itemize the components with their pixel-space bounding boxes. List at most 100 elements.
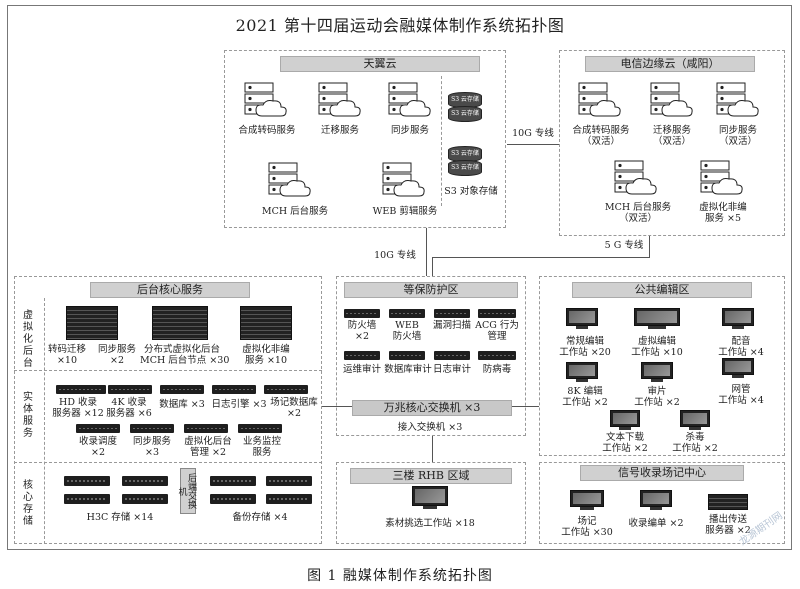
workstation-icon — [412, 486, 448, 514]
cloud-link-line — [507, 144, 559, 145]
label-line: 工作站 ×4 — [718, 395, 764, 406]
label-line: 合成转码服务 — [572, 125, 630, 136]
entity-label: 业务监控服务 — [236, 436, 288, 458]
device-label: 防病毒 — [482, 364, 512, 375]
workstation-icon — [680, 410, 710, 434]
row-label-entity: 实体服务 — [23, 392, 33, 439]
edge-link-line-v — [649, 236, 650, 258]
storage-unit-icon — [64, 494, 110, 504]
edge-link-line-h — [432, 257, 650, 258]
label-line: 审片 — [647, 386, 667, 397]
figure-caption: 图 1 融媒体制作系统拓扑图 — [307, 568, 493, 584]
storage-unit-icon — [64, 476, 110, 486]
label-line: 分布式虚拟化后台 — [143, 344, 220, 355]
edit-station-label: 虚拟编辑工作站 ×10 — [628, 336, 686, 358]
edit-station-label: 8K 编辑工作站 ×2 — [556, 386, 614, 408]
s3-storage-icon: S3 云存储 S3 云存储 — [448, 146, 482, 176]
server-unit-icon — [160, 385, 204, 394]
label-line: （双活） — [618, 213, 657, 224]
entity-label: 虚拟化后台管理 ×2 — [180, 436, 236, 458]
label-line: 工作站 ×10 — [631, 347, 683, 358]
virt-label: 同步服务×2 — [92, 344, 142, 366]
label-line: ×3 — [144, 447, 159, 458]
label-line: 同步服务 — [718, 125, 757, 136]
dengbao-header: 等保防护区 — [344, 282, 518, 298]
tianyi-link-label: 10G 专线 — [374, 250, 416, 261]
label-line: 工作站 ×30 — [561, 527, 613, 538]
label-line: 虚拟化后台 — [184, 436, 232, 447]
workstation-icon — [570, 490, 604, 514]
antivirus-icon — [478, 351, 516, 360]
label-line: ACG 行为 — [475, 320, 519, 331]
entity-label: 场记数据库×2 — [266, 397, 322, 419]
storage-unit-icon — [266, 476, 312, 486]
edit-station-label: 常规编辑工作站 ×20 — [556, 336, 614, 358]
edge-link-line-v2 — [432, 257, 433, 276]
s3-divider — [441, 76, 442, 206]
workstation-icon — [722, 358, 754, 382]
label-line: 网管 — [731, 384, 751, 395]
label-line: 场记数据库 — [270, 397, 318, 408]
label-line: 服务 ×5 — [704, 213, 742, 224]
core-link-left — [322, 406, 352, 407]
edit-station-label: 配音工作站 ×4 — [712, 336, 770, 358]
workstation-icon — [610, 410, 640, 434]
workstation-icon — [566, 308, 598, 334]
h3c-label: H3C 存储 ×14 — [86, 512, 154, 523]
edge-service-label: 合成转码服务（双活） — [566, 125, 636, 147]
firewall-icon — [344, 309, 380, 318]
service-label: MCH 后台服务 — [261, 206, 329, 217]
label-line: 工作站 ×2 — [634, 397, 680, 408]
server-rack-icon — [708, 494, 748, 510]
device-label: 数据库审计 — [384, 364, 432, 375]
acg-icon — [478, 309, 516, 318]
s3-label: S3 对象存储 — [444, 186, 498, 197]
label-line: HD 收录 — [59, 397, 97, 408]
signal-station-label: 播出传送服务器 ×2 — [700, 514, 756, 536]
diagram-frame — [7, 5, 792, 550]
s3-storage-icon: S3 云存储 S3 云存储 — [448, 92, 482, 122]
core-col-divider — [44, 298, 45, 544]
label-line: （双活） — [652, 136, 691, 147]
edge-cloud-panel — [559, 50, 785, 236]
label-line: MCH 后台服务 — [604, 202, 672, 213]
s3-disk-label: S3 云存储 — [448, 160, 482, 176]
tianyi-cloud-header: 天翼云 — [280, 56, 480, 72]
tianyi-cloud-panel — [224, 50, 506, 228]
label-line: 8K 编辑 — [567, 386, 603, 397]
storage-unit-icon — [266, 494, 312, 504]
label-line: 配音 — [731, 336, 751, 347]
edge-service-label: 迁移服务（双活） — [642, 125, 702, 147]
backup-label: 备份存储 ×4 — [232, 512, 288, 523]
label-line: （双活） — [718, 136, 757, 147]
server-rack-icon — [240, 306, 292, 340]
storage-unit-icon — [210, 494, 256, 504]
edge-cloud-header: 电信边缘云（咸阳） — [585, 56, 755, 72]
row-label-virtualization: 虚拟化后台 — [23, 310, 33, 369]
edge-service-label: MCH 后台服务（双活） — [598, 202, 678, 224]
workstation-icon — [566, 362, 598, 386]
edit-station-label: 网管工作站 ×4 — [712, 384, 770, 406]
device-label: 运维审计 — [342, 364, 381, 375]
server-cloud-icon — [268, 160, 314, 204]
cloud-link-label: 10G 专线 — [512, 128, 554, 139]
s3-disk-label: S3 云存储 — [448, 106, 482, 122]
edge-service-label: 虚拟化非编服务 ×5 — [688, 202, 758, 224]
edit-station-label: 文本下载工作站 ×2 — [596, 432, 654, 454]
server-cloud-icon — [700, 158, 746, 202]
label-line: 转码迁移 — [47, 344, 86, 355]
server-unit-icon — [264, 385, 308, 394]
label-line: 工作站 ×2 — [562, 397, 608, 408]
workstation-icon — [722, 308, 754, 334]
label-line: 服务器 ×12 — [52, 408, 104, 419]
label-line: WEB — [395, 320, 419, 331]
label-line: ×2 — [90, 447, 105, 458]
label-line: 常规编辑 — [565, 336, 604, 347]
label-line: 虚拟化非编 — [242, 344, 290, 355]
scanner-icon — [434, 309, 470, 318]
edge-link-label: 5 G 专线 — [604, 240, 644, 251]
tianyi-link-line — [426, 228, 427, 276]
server-unit-icon — [238, 424, 282, 433]
label-line: 同步服务 — [97, 344, 136, 355]
